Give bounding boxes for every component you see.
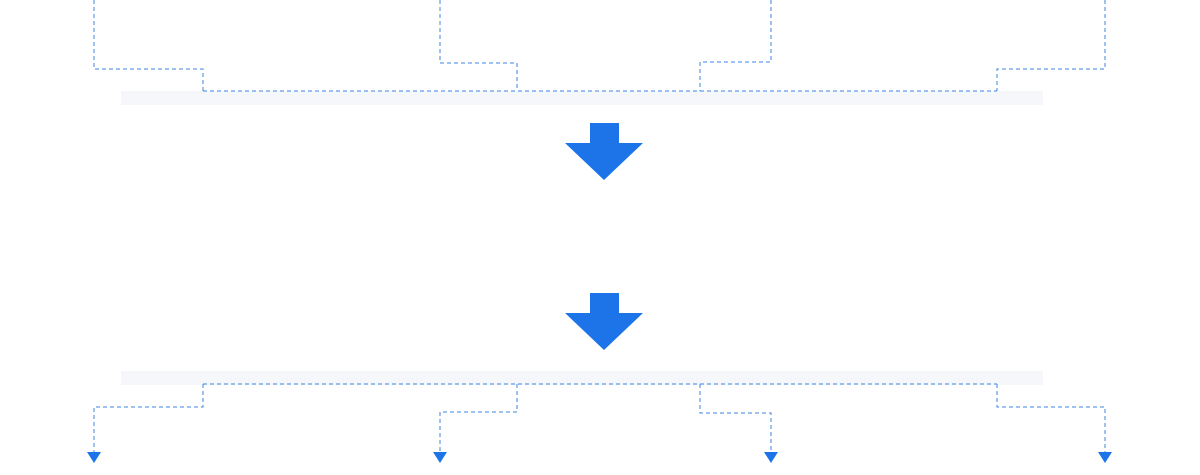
bottom-connector-2 xyxy=(439,384,518,453)
top-connector-2 xyxy=(439,0,518,91)
arrow-down-icon xyxy=(565,123,643,180)
arrowhead-down-icon xyxy=(1098,452,1112,463)
bottom-split-band xyxy=(121,371,1043,385)
bottom-connectors xyxy=(93,383,1106,453)
top-connectors xyxy=(93,0,1106,92)
arrowhead-down-icon xyxy=(87,452,101,463)
bottom-connector-3 xyxy=(699,384,772,453)
bottom-connector-1 xyxy=(93,384,204,453)
bottom-connector-4 xyxy=(996,384,1106,453)
bottom-arrowheads xyxy=(87,452,1112,463)
arrowhead-down-icon xyxy=(764,452,778,463)
top-connector-1 xyxy=(93,0,204,91)
arrowhead-down-icon xyxy=(433,452,447,463)
top-merge-band xyxy=(121,91,1043,105)
top-connector-3 xyxy=(699,0,772,91)
top-connector-4 xyxy=(996,0,1106,91)
arrow-down-icon xyxy=(565,293,643,350)
